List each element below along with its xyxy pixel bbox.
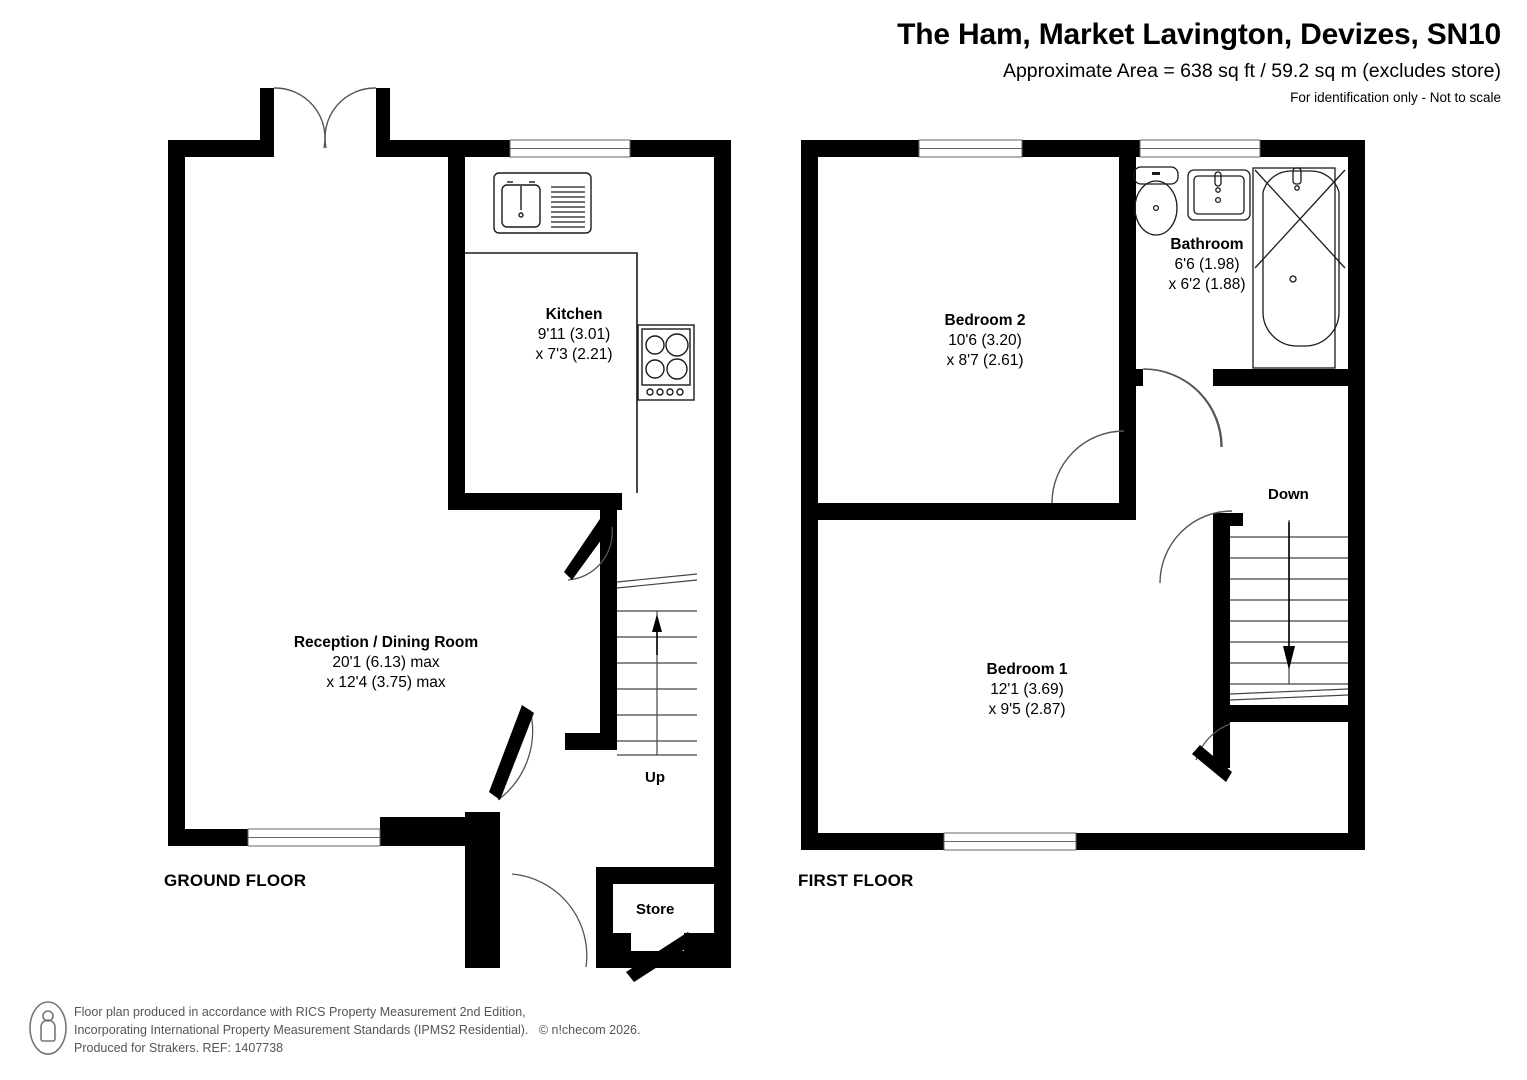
ground-floor-plan <box>168 87 731 982</box>
approximate-area: Approximate Area = 638 sq ft / 59.2 sq m… <box>1002 60 1501 82</box>
toilet-icon <box>1133 166 1179 236</box>
footer-line-2a: Incorporating International Property Mea… <box>74 1023 529 1038</box>
stairs-up-label: Up <box>645 769 665 786</box>
bedroom2-name: Bedroom 2 <box>944 312 1026 329</box>
first-floor-label: FIRST FLOOR <box>798 871 914 890</box>
footer-line-1: Floor plan produced in accordance with R… <box>74 1005 526 1019</box>
kitchen-counter <box>465 252 638 493</box>
bedroom1-window <box>943 832 1077 851</box>
reception-dim-1: 20'1 (6.13) max <box>332 653 440 671</box>
bedroom2-window <box>918 139 1023 158</box>
bedroom1-name: Bedroom 1 <box>986 661 1068 678</box>
reception-hall-door <box>489 705 534 801</box>
footer-line-3: Produced for Strakers. REF: 1407738 <box>74 1041 284 1056</box>
reception-dim-2: x 12'4 (3.75) max <box>326 673 446 691</box>
bathroom-dim-2: x 6'2 (1.88) <box>1168 275 1246 293</box>
wash-basin-icon <box>1187 169 1251 221</box>
disclaimer-note: For identification only - Not to scale <box>1290 90 1501 106</box>
landing-door-bedroom1 <box>1192 723 1232 782</box>
ground-floor-label: GROUND FLOOR <box>164 871 307 890</box>
bedroom2-dim-1: 10'6 (3.20) <box>948 331 1022 349</box>
footer-line-2: Incorporating International Property Mea… <box>74 1021 640 1039</box>
bathroom-door-swing <box>1143 368 1223 448</box>
kitchen-dim-1: 9'11 (3.01) <box>537 325 611 343</box>
reception-window <box>247 828 381 847</box>
store-door <box>511 873 696 982</box>
bathroom-door <box>1142 368 1222 448</box>
room-label-bedroom-1: Bedroom 1 12'1 (3.69) x 9'5 (2.87) <box>942 660 1112 719</box>
kitchen-dim-2: x 7'3 (2.21) <box>535 345 613 363</box>
first-floor-walls <box>801 140 1365 850</box>
room-label-kitchen: Kitchen 9'11 (3.01) x 7'3 (2.21) <box>494 305 654 364</box>
kitchen-sink-icon <box>493 172 592 234</box>
bathroom-name: Bathroom <box>1170 236 1244 253</box>
stairs-down-label: Down <box>1268 486 1309 503</box>
arrow-down-icon <box>1283 522 1295 670</box>
bedroom1-dim-2: x 9'5 (2.87) <box>988 700 1066 718</box>
ground-staircase <box>616 573 698 756</box>
kitchen-window <box>509 139 631 158</box>
person-in-oval-icon <box>29 1001 67 1055</box>
bath-with-shower-icon <box>1252 167 1346 369</box>
bedroom1-dim-1: 12'1 (3.69) <box>990 680 1064 698</box>
room-label-store: Store <box>636 901 675 918</box>
bathroom-dim-1: 6'6 (1.98) <box>1174 255 1240 273</box>
room-label-bedroom-2: Bedroom 2 10'6 (3.20) x 8'7 (2.61) <box>900 311 1070 370</box>
room-label-bathroom: Bathroom 6'6 (1.98) x 6'2 (1.88) <box>1142 235 1272 294</box>
bedroom2-door <box>1051 430 1125 504</box>
room-label-reception-dining: Reception / Dining Room 20'1 (6.13) max … <box>256 633 516 692</box>
bathroom-window <box>1139 139 1261 158</box>
ground-front-double-door <box>273 87 377 149</box>
hall-door-upper <box>564 513 615 581</box>
bedroom1-door <box>1159 510 1233 584</box>
bedroom2-dim-2: x 8'7 (2.61) <box>946 351 1024 369</box>
reception-name: Reception / Dining Room <box>293 634 479 651</box>
footer-text: Floor plan produced in accordance with R… <box>74 1003 640 1057</box>
first-staircase <box>1229 520 1349 701</box>
hob-icon <box>637 324 695 401</box>
page-title: The Ham, Market Lavington, Devizes, SN10 <box>897 18 1501 51</box>
footer-copyright: © n!checom 2026. <box>538 1023 641 1038</box>
arrow-up-icon <box>652 614 662 655</box>
plan-header: The Ham, Market Lavington, Devizes, SN10… <box>601 18 1501 106</box>
ground-floor-walls <box>168 88 731 968</box>
first-floor-plan <box>801 139 1365 851</box>
kitchen-name: Kitchen <box>545 306 603 323</box>
